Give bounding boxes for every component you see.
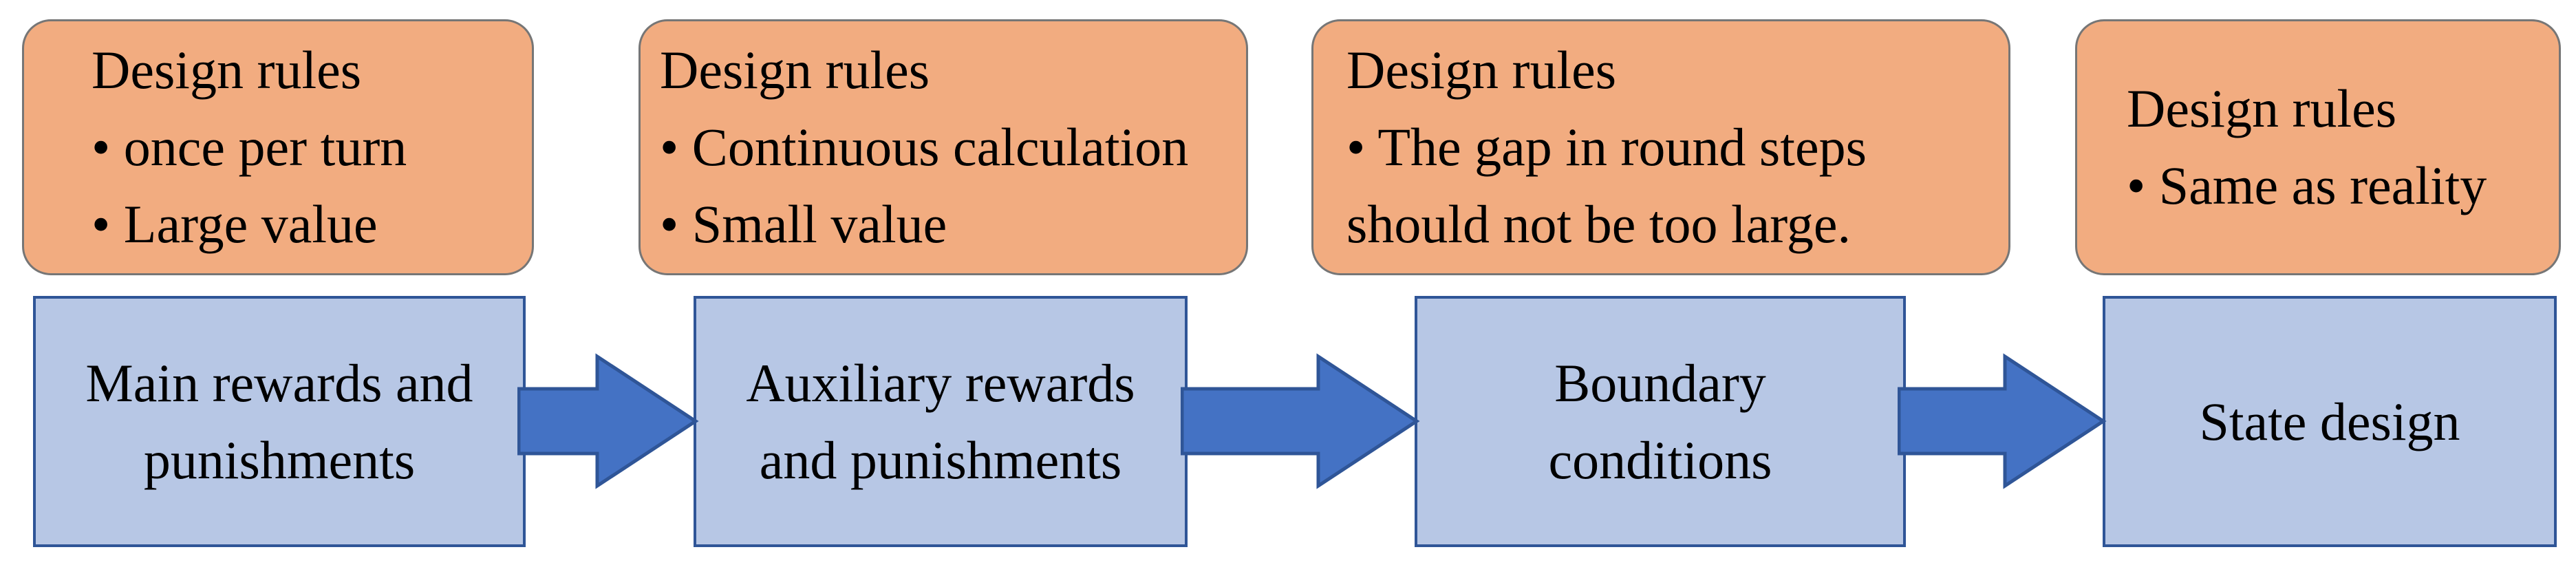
arrow-right-shape	[1181, 353, 1420, 489]
rule-box-title: Design rules	[92, 40, 362, 100]
flow-box-label-line: Boundary	[1554, 352, 1766, 413]
flow-box-label-line: State design	[2199, 391, 2460, 451]
arrow-right-icon	[517, 353, 699, 489]
arrow-right-shape	[517, 353, 699, 489]
rule-bullet-line: • once per turn	[92, 117, 407, 177]
flow-box-label-line: punishments	[143, 429, 416, 490]
rule-bullet-line: • Same as reality	[2127, 156, 2487, 215]
rule-bullet-line: • The gap in round steps	[1346, 117, 1867, 177]
flow-box-boundary-conditions: Boundary conditions	[1415, 296, 1906, 547]
arrow-right-icon	[1898, 353, 2107, 489]
arrow-right-icon	[1181, 353, 1420, 489]
rule-box-title: Design rules	[2127, 78, 2397, 138]
design-rules-box-boundary-conditions: Design rules • The gap in round steps sh…	[1311, 19, 2010, 275]
design-rules-box-auxiliary-rewards: Design rules • Continuous calculation • …	[638, 19, 1248, 275]
flow-box-auxiliary-rewards-and-punishments: Auxiliary rewards and punishments	[694, 296, 1188, 547]
flow-box-label-line: Main rewards and	[85, 352, 473, 413]
rule-box-title: Design rules	[1346, 40, 1617, 100]
arrow-right-shape	[1898, 353, 2107, 489]
flow-box-state-design: State design	[2103, 296, 2557, 547]
flow-box-label-line: conditions	[1548, 429, 1772, 490]
design-rules-box-state-design: Design rules • Same as reality	[2075, 19, 2561, 275]
rule-bullet-line: • Continuous calculation	[660, 117, 1189, 177]
design-rules-box-main-rewards: Design rules • once per turn • Large val…	[22, 19, 534, 275]
flow-box-label-line: Auxiliary rewards	[746, 352, 1135, 413]
rule-bullet-continuation-line: should not be too large.	[1346, 194, 1851, 254]
rule-box-title: Design rules	[660, 40, 930, 100]
rule-bullet-line: • Large value	[92, 194, 378, 254]
rule-bullet-line: • Small value	[660, 194, 947, 254]
flow-box-label-line: and punishments	[759, 429, 1122, 490]
flow-box-main-rewards-and-punishments: Main rewards and punishments	[33, 296, 526, 547]
